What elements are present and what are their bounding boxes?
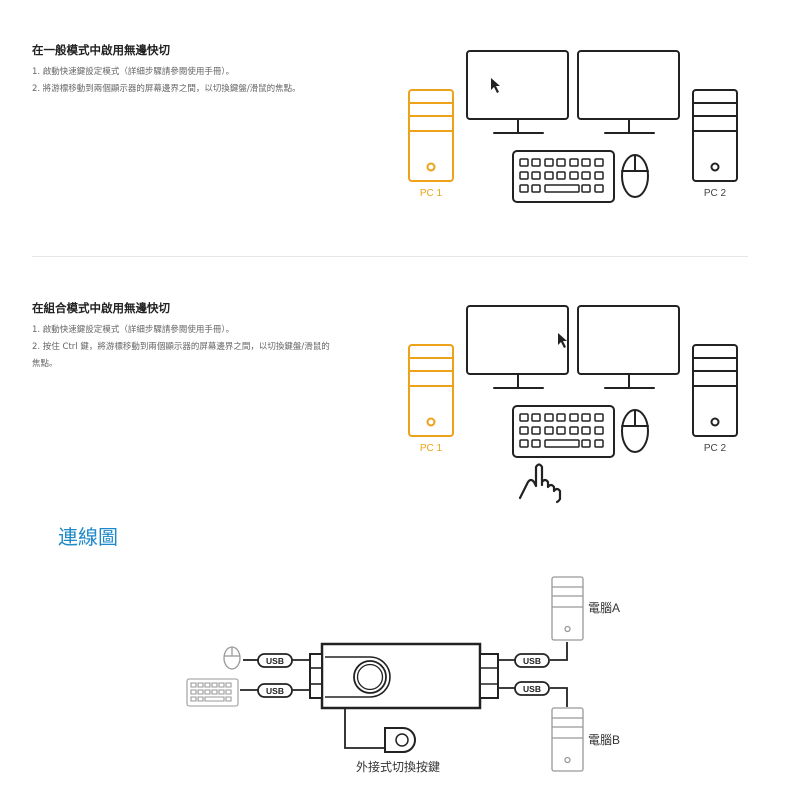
usb-label: USB — [266, 686, 284, 696]
combo-mode-step-2: 2. 按住 Ctrl 鍵，將游標移動到兩個顯示器的屏幕邊界之間，以切換鍵盤/滑鼠… — [32, 342, 330, 369]
usb-label: USB — [523, 684, 541, 694]
combo-mode-title: 在組合模式中啟用無邊快切 — [32, 301, 170, 315]
external-button-label: 外接式切換按鍵 — [356, 759, 440, 774]
computer-b-icon — [551, 707, 584, 772]
external-switch-button — [384, 727, 416, 753]
combo-mode-step-1: 1. 啟動快速鍵設定模式（詳細步驟請參閱使用手冊）。 — [32, 325, 235, 335]
pc-monitors-keyboard-mouse-illustration — [408, 50, 738, 203]
normal-mode-title: 在一般模式中啟用無邊快切 — [32, 43, 170, 57]
computer-a-label: 電腦A — [588, 600, 620, 615]
mouse-cursor-icon — [558, 333, 567, 348]
kvm-switch — [309, 642, 499, 710]
connection-diagram-title: 連線圖 — [58, 525, 118, 549]
pc2-label: PC 2 — [704, 443, 727, 454]
pc1-label: PC 1 — [420, 443, 443, 454]
keyboard-icon — [186, 678, 239, 707]
computer-b-label: 電腦B — [588, 732, 620, 747]
hand-pointer-icon — [518, 463, 562, 504]
usb-connector-computer-b: USB — [514, 681, 550, 696]
normal-mode-diagram: PC 1 PC 2 — [408, 50, 738, 203]
section-divider — [32, 256, 748, 257]
pc2-label: PC 2 — [704, 188, 727, 199]
usb-connector-mouse: USB — [257, 653, 293, 668]
computer-a-icon — [551, 576, 584, 641]
usb-label: USB — [523, 656, 541, 666]
usb-connector-computer-a: USB — [514, 653, 550, 668]
pc-monitors-keyboard-mouse-illustration — [408, 305, 738, 458]
usb-connector-keyboard: USB — [257, 683, 293, 698]
mouse-cursor-icon — [491, 78, 500, 93]
normal-mode-step-2: 2. 將游標移動到兩個顯示器的屏幕邊界之間，以切換鍵盤/滑鼠的焦點。 — [32, 84, 301, 94]
mouse-icon — [223, 646, 241, 670]
usb-label: USB — [266, 656, 284, 666]
pc1-label: PC 1 — [420, 188, 443, 199]
normal-mode-step-1: 1. 啟動快速鍵設定模式（詳細步驟請參閱使用手冊）。 — [32, 67, 235, 77]
connection-diagram: USB USB USB USB 電腦A 電腦B 外接式切換按鍵 — [186, 576, 620, 774]
combo-mode-diagram: PC 1 PC 2 — [408, 305, 738, 504]
